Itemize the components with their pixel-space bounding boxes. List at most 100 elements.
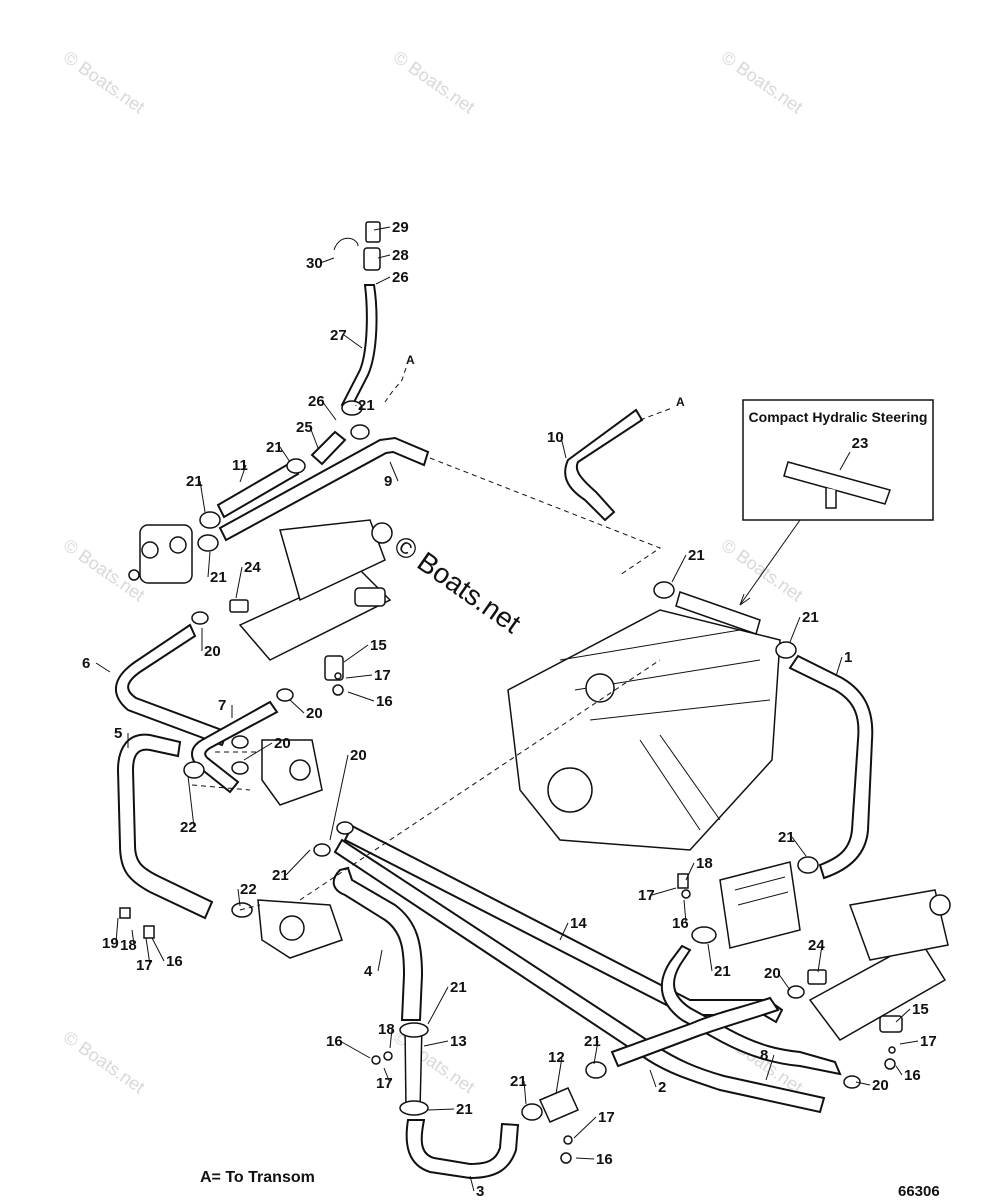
- callout-number: 17: [920, 1033, 937, 1050]
- callout-number: 5: [114, 725, 122, 742]
- hose-9: [218, 436, 430, 542]
- callout-leader: [377, 254, 391, 259]
- callout-number: 24: [808, 937, 825, 954]
- callout-leader: [389, 461, 399, 482]
- watermark: © Boats.net: [718, 535, 807, 605]
- callout-leader: [309, 426, 319, 449]
- callout-leader: [765, 1054, 775, 1081]
- callout-leader: [347, 691, 375, 702]
- callout-number: 16: [376, 693, 393, 710]
- callout-number: 17: [598, 1109, 615, 1126]
- callout-number: 21: [186, 473, 203, 490]
- callout-leader: [237, 888, 241, 907]
- callout-leader: [559, 922, 569, 941]
- hose-25: [310, 430, 347, 466]
- hose-7: [191, 700, 279, 794]
- callout-number: 21: [802, 609, 819, 626]
- callout-leader: [319, 257, 335, 264]
- callout-number: 21: [714, 963, 731, 980]
- hose-8: [661, 944, 842, 1076]
- callout-leader: [560, 436, 567, 459]
- callout-leader: [651, 887, 677, 896]
- hose-5: [116, 733, 214, 920]
- callout-leader: [131, 929, 135, 946]
- tube-12: [539, 1087, 579, 1123]
- callout-number: 17: [638, 887, 655, 904]
- callout-leader: [239, 464, 247, 483]
- callout-leader: [427, 1108, 455, 1111]
- callout-leader: [339, 1040, 371, 1059]
- callout-number: 21: [510, 1073, 527, 1090]
- callout-number: 26: [392, 269, 409, 286]
- callout-leader: [791, 836, 807, 857]
- callout-leader: [573, 1116, 597, 1139]
- callout-number: 17: [374, 667, 391, 684]
- inset-part-number: 23: [852, 435, 869, 452]
- hose-27: [340, 284, 378, 412]
- callout-leader: [523, 1080, 527, 1105]
- callout-leader: [151, 937, 165, 962]
- callout-leader: [555, 1056, 563, 1095]
- callout-number: 21: [210, 569, 227, 586]
- dashed-connections: [191, 367, 673, 911]
- callout-number: 13: [450, 1033, 467, 1050]
- transom-marker-a: A: [406, 353, 415, 367]
- footer-legend: A= To Transom: [200, 1169, 315, 1186]
- callout-number: 22: [180, 819, 197, 836]
- drain-plug-icon: [333, 221, 381, 271]
- callout-number: 12: [548, 1049, 565, 1066]
- callout-number: 8: [760, 1047, 768, 1064]
- callout-number: 14: [570, 915, 587, 932]
- hose-3: [405, 1119, 520, 1180]
- callout-number: 20: [306, 705, 323, 722]
- callout-number: 21: [358, 397, 375, 414]
- callout-leader: [373, 226, 391, 231]
- fitting-24-icon: [229, 599, 249, 613]
- hose-clamps: [183, 400, 861, 1121]
- callout-number: 7: [218, 697, 226, 714]
- callout-number: 15: [370, 637, 387, 654]
- callout-leader: [321, 400, 337, 421]
- callout-leader: [375, 276, 391, 285]
- callout-number: 6: [82, 655, 90, 672]
- callout-number: 17: [376, 1075, 393, 1092]
- callout-leader: [423, 1040, 449, 1047]
- callout-leader: [707, 943, 713, 972]
- callout-number: 19: [102, 935, 119, 952]
- callout-leader: [383, 1067, 391, 1084]
- callout-leader: [593, 1040, 599, 1065]
- hose-1: [788, 654, 874, 880]
- callout-number: 21: [266, 439, 283, 456]
- callout-leader: [285, 849, 311, 876]
- cooler-module-icon: [719, 861, 801, 949]
- callout-leader: [145, 937, 151, 966]
- callout-number: 15: [912, 1001, 929, 1018]
- exhaust-manifold-port-icon: [238, 519, 393, 661]
- callout-leader: [817, 944, 823, 973]
- seawater-pump-icon: [257, 899, 343, 959]
- callout-leader: [895, 1008, 911, 1023]
- hose-2: [333, 838, 826, 1114]
- callout-leader: [279, 446, 291, 463]
- thermostat-housing-icon: [128, 524, 193, 584]
- callout-number: 17: [136, 957, 153, 974]
- callout-number: 10: [547, 429, 564, 446]
- callout-leader: [235, 566, 243, 599]
- transom-marker-a: A: [676, 395, 685, 409]
- callout-leader: [777, 972, 791, 991]
- watermark: © Boats.net: [718, 47, 807, 117]
- callout-leader: [835, 656, 843, 677]
- callout-leader: [345, 674, 373, 679]
- callout-number: 16: [166, 953, 183, 970]
- fitting-15b-icon: [879, 1015, 903, 1033]
- diagram-number: 66306: [898, 1183, 940, 1200]
- callout-number: 20: [872, 1077, 889, 1094]
- callout-leader: [649, 1069, 657, 1088]
- hose-11: [216, 460, 300, 519]
- callout-number: 21: [688, 547, 705, 564]
- hose-2b: [610, 996, 780, 1068]
- callout-number: 20: [274, 735, 291, 752]
- callout-number: 16: [672, 915, 689, 932]
- callout-number: 3: [476, 1183, 484, 1200]
